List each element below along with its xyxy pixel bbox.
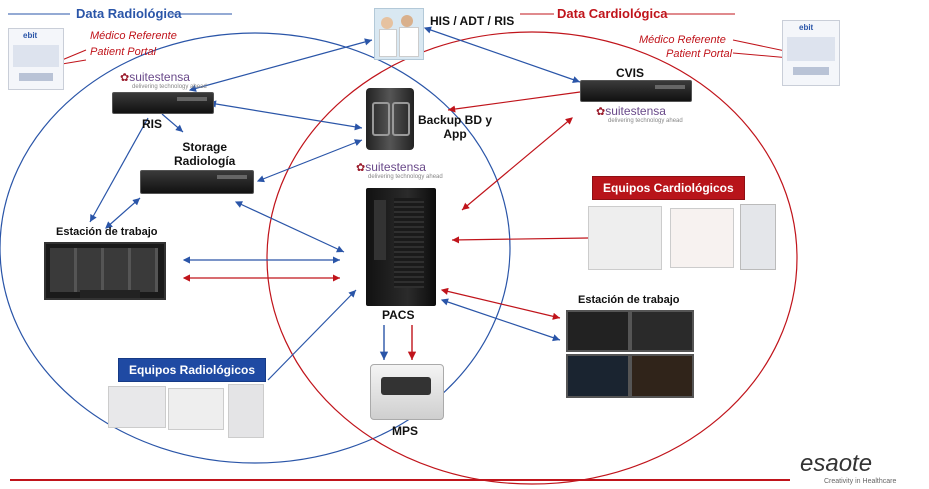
medico-referente-right: Médico Referente xyxy=(639,34,726,46)
patient-portal-right: Patient Portal xyxy=(666,48,733,60)
ris-server xyxy=(112,92,214,114)
keyboard xyxy=(80,290,140,298)
estacion-trabajo-left-label: Estación de trabajo xyxy=(56,226,158,238)
portal-thumbnail-right: ebit xyxy=(782,20,840,86)
mps-printer xyxy=(370,364,444,420)
ebit-logo: ebit xyxy=(23,31,38,40)
backup-label: Backup BD y App xyxy=(418,113,493,141)
pacs-label: PACS xyxy=(382,308,415,322)
ct-scanner-image xyxy=(108,386,166,428)
patient-portal-left: Patient Portal xyxy=(90,46,157,58)
mps-label: MPS xyxy=(392,424,419,438)
mammography-image xyxy=(228,384,264,438)
cardio-workstation-screens xyxy=(566,310,694,398)
his-label: HIS / ADT / RIS xyxy=(430,14,515,28)
ebit-logo-right: ebit xyxy=(799,23,814,32)
pacs-tower-server xyxy=(366,188,436,306)
ris-label: RIS xyxy=(142,117,163,131)
cardio-angiograph-image xyxy=(588,206,662,270)
doctors-picture xyxy=(374,8,424,60)
storage-server xyxy=(140,170,254,194)
esaote-tagline: Creativity in Healthcare xyxy=(824,478,897,485)
cvis-server xyxy=(580,80,692,102)
storage-label: Storage Radiología xyxy=(174,140,236,168)
cvis-label: CVIS xyxy=(616,66,645,80)
cardio-device-image xyxy=(670,208,734,268)
suitestensa-logo-cvis: ✿suitestensa delivering technology ahead xyxy=(596,104,683,124)
suitestensa-logo-pacs: ✿suitestensa delivering technology ahead xyxy=(356,160,443,180)
ultrasound-image xyxy=(740,204,776,270)
estacion-trabajo-right-label: Estación de trabajo xyxy=(578,294,680,306)
equipos-cardiologicos-box: Equipos Cardiológicos xyxy=(592,176,745,200)
header-data-cardiologica: Data Cardiológica xyxy=(557,6,668,21)
radiology-domain-ellipse xyxy=(0,32,511,464)
medico-referente-left: Médico Referente xyxy=(90,30,177,42)
equipos-radiologicos-box: Equipos Radiológicos xyxy=(118,358,267,382)
header-data-radiologica: Data Radiológica xyxy=(76,6,182,21)
portal-thumbnail-left: ebit xyxy=(8,28,64,90)
esaote-logo: esaote xyxy=(800,450,873,477)
suitestensa-logo-ris: ✿suitestensa delivering technology ahead xyxy=(120,70,207,90)
xray-device-image xyxy=(168,388,224,430)
backup-server xyxy=(366,88,414,150)
